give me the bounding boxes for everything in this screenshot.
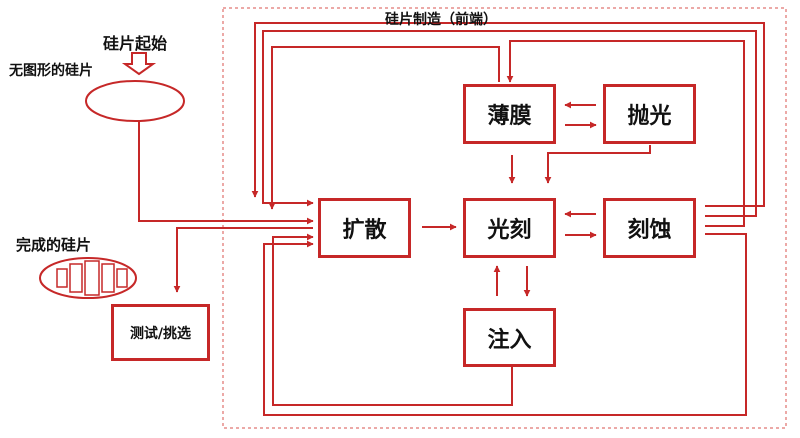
diagram-title: 硅片制造（前端）	[385, 12, 497, 28]
process-polish: 抛光	[603, 84, 696, 144]
start-arrow-icon	[121, 52, 157, 76]
process-implant: 注入	[463, 308, 556, 367]
finished-wafer-label: 完成的硅片	[16, 236, 92, 254]
process-photo: 光刻	[463, 198, 556, 258]
process-test-sort: 测试/挑选	[111, 304, 210, 361]
flow-arrows	[138, 22, 765, 416]
unpatterned-wafer-icon	[85, 80, 185, 122]
finished-wafer-icon	[39, 257, 137, 299]
loop-etch-to-diffusion	[263, 233, 747, 416]
unpatterned-wafer-label: 无图形的硅片	[9, 63, 93, 79]
loop-implant-to-diffusion	[272, 233, 513, 406]
start-label: 硅片起始	[103, 34, 168, 53]
arrow-polish-to-photo	[544, 145, 651, 184]
process-diffusion: 扩散	[318, 198, 411, 258]
loop-top-extra	[251, 22, 765, 207]
arrow-wafer-to-diffusion	[138, 121, 314, 225]
process-thin-film: 薄膜	[463, 84, 556, 144]
loop-diffusion-to-film	[268, 46, 500, 210]
arrow-diffusion-to-test	[173, 227, 313, 293]
loop-film-to-etch-inner	[506, 40, 745, 227]
process-etch: 刻蚀	[603, 198, 696, 258]
